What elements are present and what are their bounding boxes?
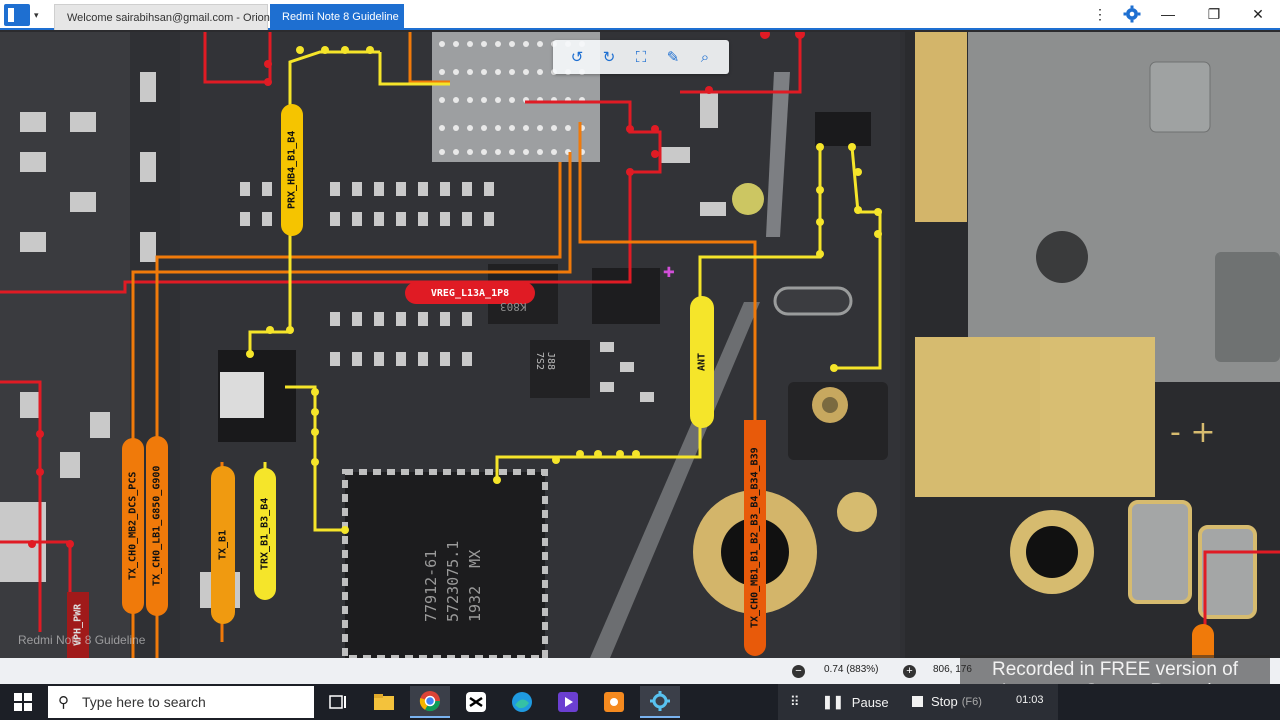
net-offscreen-label[interactable]	[1192, 624, 1214, 658]
tab-welcome[interactable]: Welcome sairabihsan@gmail.com - Orion	[54, 4, 270, 30]
drag-handle-icon[interactable]: ⠿	[790, 694, 800, 709]
net-tx-b1[interactable]: TX_B1	[211, 466, 235, 624]
video-editor-icon[interactable]	[548, 686, 588, 718]
search-placeholder: Type here to search	[82, 694, 206, 710]
net-tx-ch0-lb1[interactable]: TX_CH0_LB1_G850_G900	[146, 436, 168, 616]
app-logo-icon	[4, 4, 30, 26]
pcb-drawing: - +	[0, 32, 1280, 658]
pause-icon: ❚❚	[822, 694, 844, 709]
orion-viewer-icon[interactable]	[640, 686, 680, 718]
fit-screen-icon[interactable]: ⛶	[635, 48, 647, 66]
zoom-level: 0.74 (883%)	[824, 664, 879, 675]
net-prx-hb4[interactable]: PRX_HB4_B1_B4	[281, 104, 303, 236]
zoom-in-button[interactable]: +	[903, 665, 916, 678]
svg-text:✚: ✚	[663, 265, 675, 281]
net-vreg-l13a[interactable]: VREG_L13A_1P8	[405, 282, 535, 304]
close-icon[interactable]: ✕	[1252, 5, 1264, 22]
search-icon[interactable]: ⌕	[700, 48, 710, 66]
recorder-control-bar: ⠿ ❚❚ Pause Stop (F6) 01:03	[778, 684, 1058, 720]
search-icon: ⚲	[58, 694, 69, 711]
pause-button[interactable]: ❚❚ Pause	[822, 694, 889, 710]
stop-icon	[912, 696, 923, 707]
more-icon[interactable]: ⋮	[1093, 5, 1107, 22]
taskbar-search[interactable]: ⚲ Type here to search	[48, 686, 314, 718]
ic-k803-marking: K803	[500, 300, 527, 313]
measure-icon[interactable]: ✎	[666, 49, 680, 66]
start-button[interactable]	[0, 684, 46, 720]
ic-j88-marking: J88 7S2	[534, 351, 557, 371]
tab-redmi-guideline[interactable]: Redmi Note 8 Guideline	[270, 4, 404, 30]
recorder-app-icon[interactable]	[594, 686, 634, 718]
viewer-toolbar: ↺ ↻ ⛶ ✎ ⌕	[553, 40, 729, 74]
stop-button[interactable]: Stop (F6)	[912, 694, 982, 709]
zoom-out-button[interactable]: −	[792, 665, 805, 678]
chevron-down-icon: ▾	[34, 9, 39, 20]
app-menu-button[interactable]: ▾	[4, 4, 44, 26]
rotate-right-icon[interactable]: ↻	[602, 49, 616, 66]
net-tx-ch0-mb2[interactable]: TX_CH0_MB2_DCS_PCS	[122, 438, 144, 614]
task-view-icon[interactable]	[318, 686, 358, 718]
recording-time: 01:03	[1016, 694, 1044, 706]
net-tx-ch0-mb1[interactable]: TX_CH0_MB1_B1_B2_B3_B4_B34_B39	[744, 420, 766, 656]
stop-label: Stop	[931, 694, 958, 709]
restore-icon[interactable]: ❐	[1207, 5, 1221, 22]
cursor-coordinates: 806, 176	[933, 664, 972, 675]
windows-icon	[14, 693, 32, 711]
main-ic-marking: 77912-61 5723075.1 1932 MX	[422, 540, 484, 622]
pcb-board-view[interactable]: - +	[0, 32, 1280, 658]
minimize-icon[interactable]: —	[1161, 6, 1175, 22]
capcut-icon[interactable]	[456, 686, 496, 718]
file-explorer-icon[interactable]	[364, 686, 404, 718]
title-bar: ▾ Welcome sairabihsan@gmail.com - Orion …	[0, 0, 1280, 30]
net-ant[interactable]: ANT	[690, 296, 714, 428]
viewer-watermark: Redmi Note 8 Guideline	[18, 633, 146, 647]
edge-icon[interactable]	[502, 686, 542, 718]
rotate-left-icon[interactable]: ↺	[570, 49, 584, 66]
svg-text:- +: - +	[1170, 415, 1216, 450]
gear-icon[interactable]	[1114, 2, 1150, 26]
pause-label: Pause	[851, 694, 889, 710]
net-trx-b1-b3-b4[interactable]: TRX_B1_B3_B4	[254, 468, 276, 600]
chrome-icon[interactable]	[410, 686, 450, 718]
net-vph-pwr[interactable]: VPH_PWR	[67, 592, 89, 658]
stop-hotkey: (F6)	[961, 695, 982, 708]
